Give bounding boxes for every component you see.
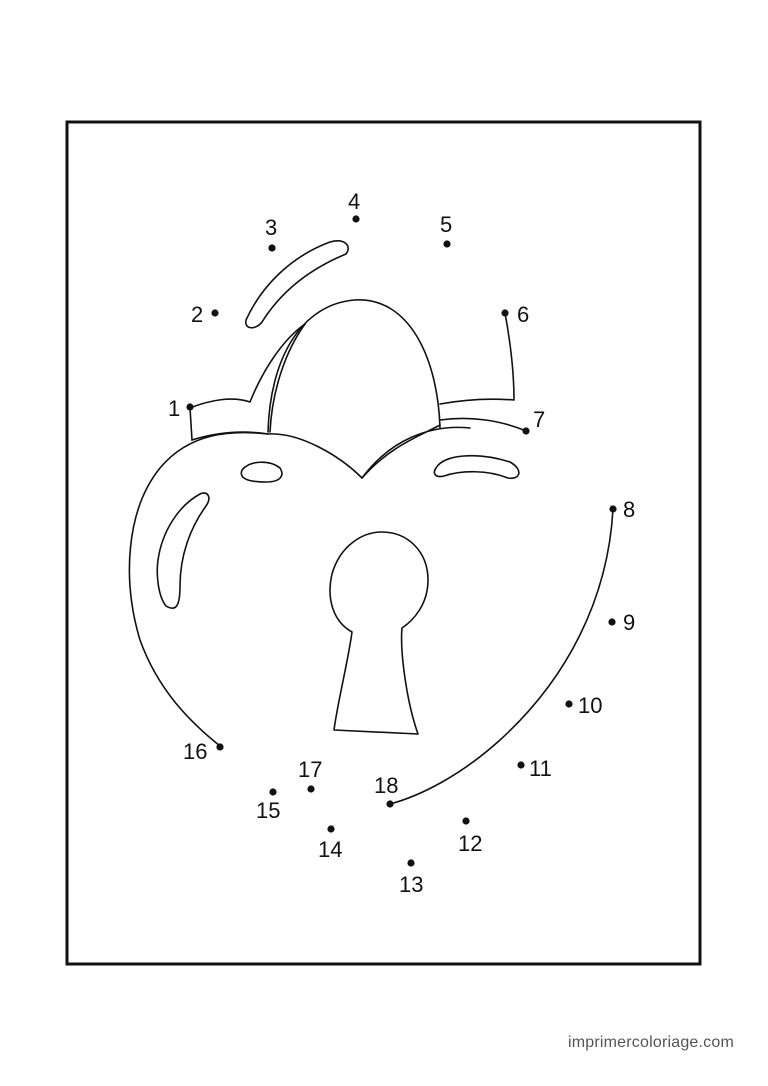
dot-9 (608, 618, 616, 626)
right-eye-highlight (433, 454, 520, 480)
dot-15 (269, 788, 277, 796)
dot-4 (352, 215, 360, 223)
dot-3 (268, 244, 276, 252)
dot-label-8: 8 (623, 497, 635, 522)
dot-7 (522, 427, 530, 435)
dot-label-14: 14 (318, 837, 342, 862)
dot-label-1: 1 (168, 396, 180, 421)
dot-2 (211, 309, 219, 317)
dot-label-7: 7 (533, 407, 545, 432)
heart-right-top (361, 426, 471, 479)
page-frame (65, 120, 702, 966)
shackle-right-arm (439, 312, 515, 405)
dot-label-13: 13 (399, 872, 423, 897)
shackle-left-stub (189, 407, 193, 441)
dot-label-12: 12 (458, 831, 482, 856)
dot-labels: 1 2 3 4 5 6 7 8 9 10 11 12 13 14 15 16 1… (168, 189, 635, 897)
dot-12 (462, 817, 470, 825)
shackle-inner-left (269, 323, 306, 433)
dot-label-17: 17 (298, 757, 322, 782)
dot-markers (186, 215, 617, 867)
dot-label-4: 4 (348, 189, 360, 214)
heart-right-curve (389, 508, 614, 805)
dot-label-15: 15 (256, 798, 280, 823)
dot-6 (501, 309, 509, 317)
dot-label-3: 3 (265, 215, 277, 240)
dot-label-18: 18 (374, 773, 398, 798)
dot-17 (307, 785, 315, 793)
left-side-highlight (156, 492, 210, 610)
dot-11 (517, 761, 525, 769)
top-highlight (245, 240, 349, 329)
dot-label-9: 9 (623, 610, 635, 635)
dot-16 (216, 743, 224, 751)
dot-14 (327, 825, 335, 833)
dot-10 (565, 700, 573, 708)
shackle-left-arm (189, 323, 306, 409)
dot-5 (443, 240, 451, 248)
dot-18 (386, 800, 394, 808)
padlock-drawing (128, 240, 614, 805)
site-watermark: imprimercoloriage.com (567, 1034, 734, 1051)
shackle-right-lower (439, 417, 527, 432)
dot-label-2: 2 (191, 302, 203, 327)
dot-label-16: 16 (183, 739, 207, 764)
left-eye-highlight (240, 461, 283, 483)
dot-label-11: 11 (529, 756, 552, 781)
shackle-loop (267, 299, 441, 433)
dot-label-10: 10 (578, 693, 602, 718)
dot-label-5: 5 (440, 212, 452, 237)
dot-1 (186, 403, 194, 411)
heart-body (128, 424, 441, 747)
dot-13 (407, 859, 415, 867)
dot-8 (609, 505, 617, 513)
keyhole (329, 531, 429, 735)
dot-label-6: 6 (517, 302, 529, 327)
